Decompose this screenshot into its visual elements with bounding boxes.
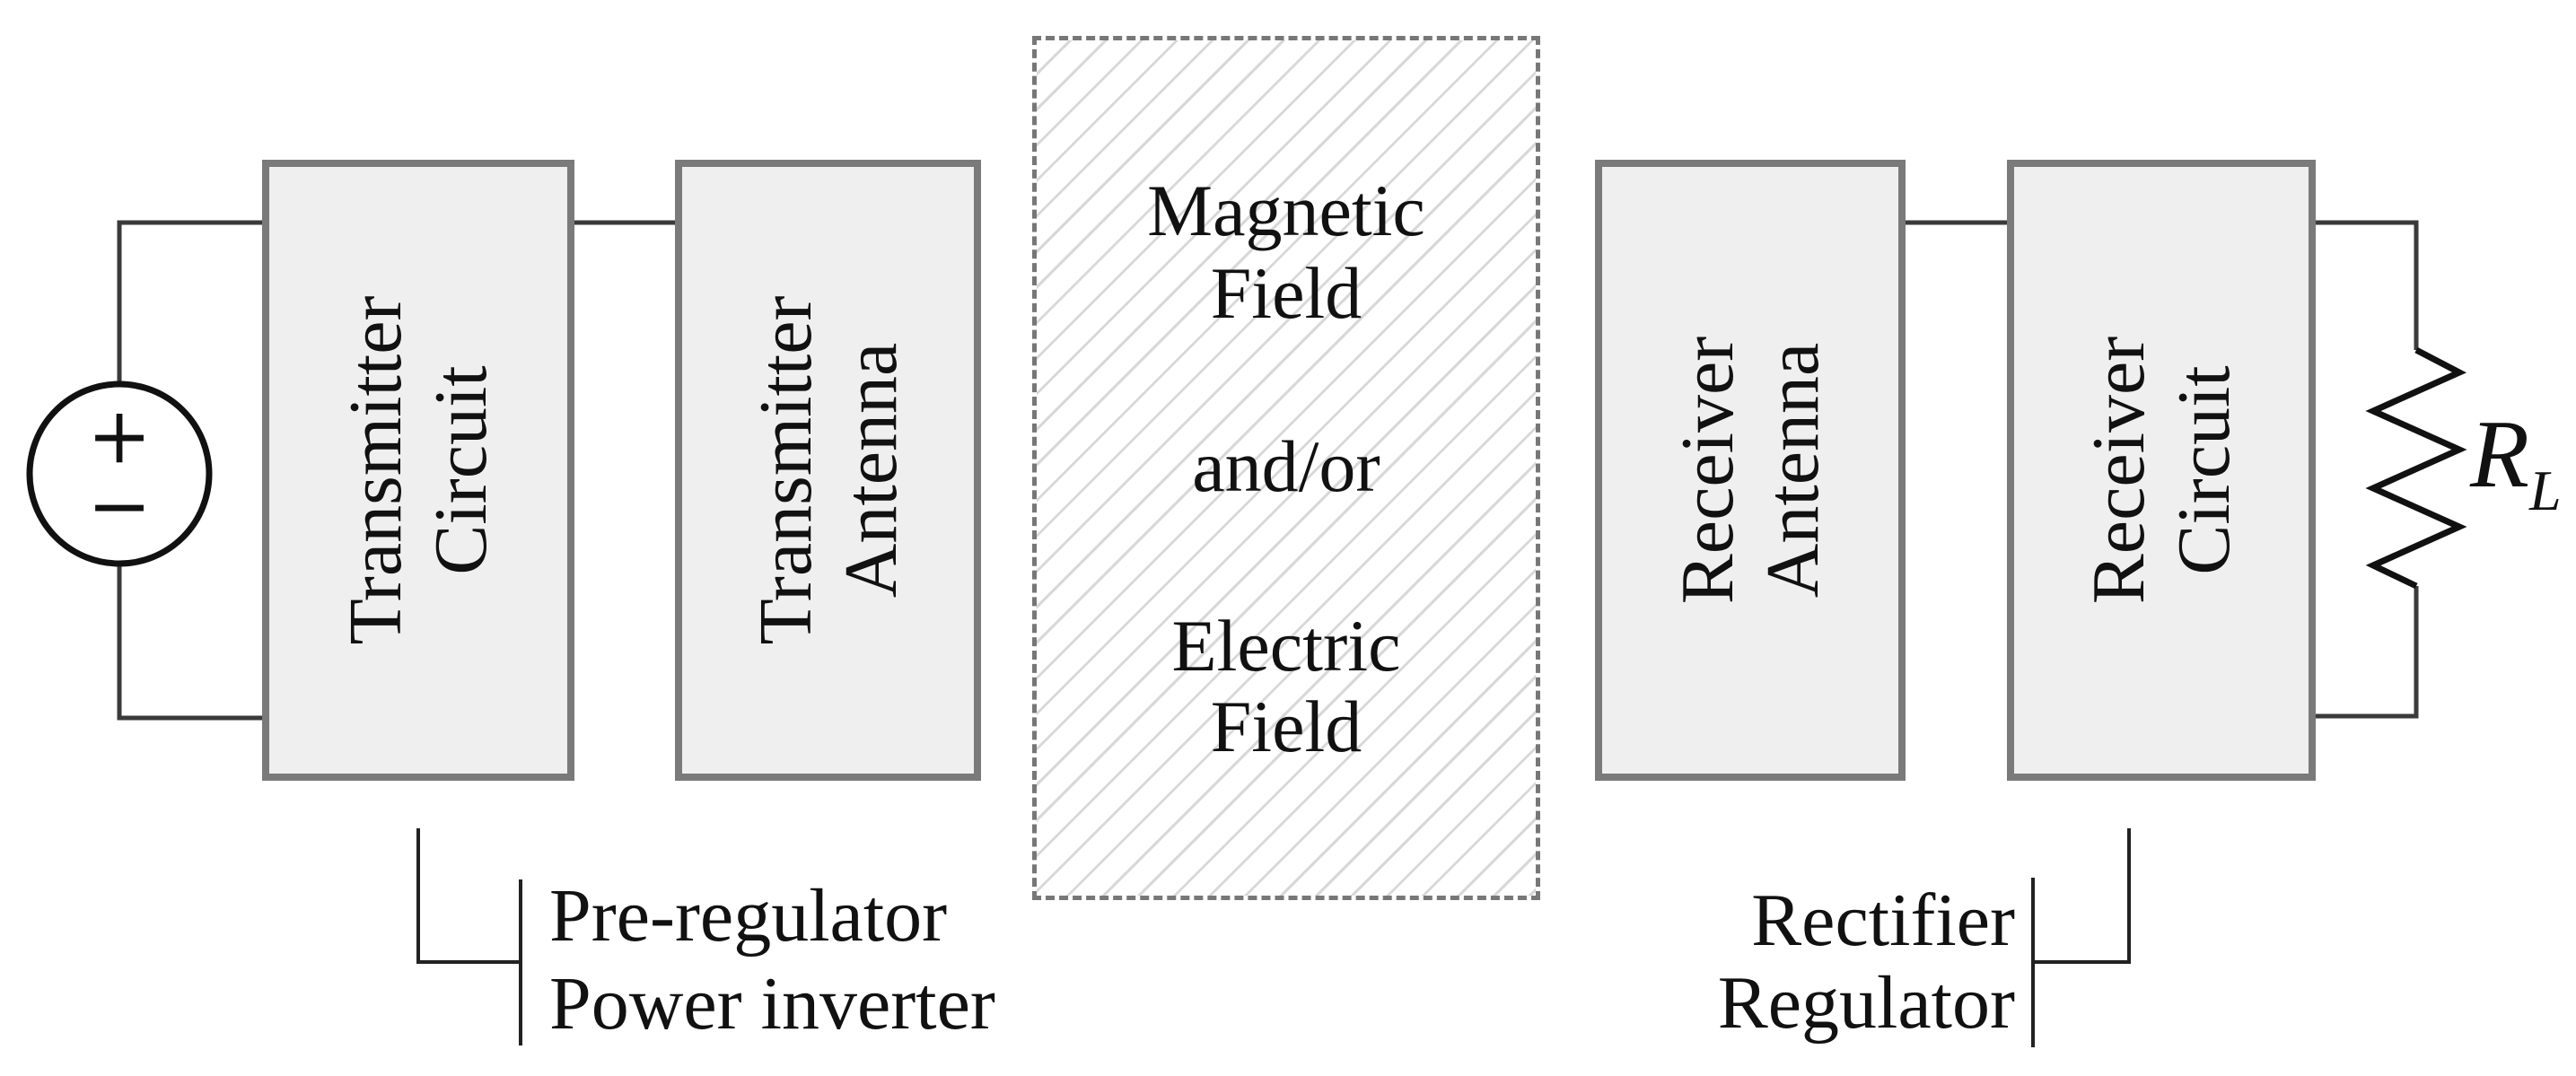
- block-label-line: Transmitter: [334, 295, 417, 645]
- block-label-line: Circuit: [419, 365, 503, 575]
- block-label-line: Receiver: [2077, 336, 2160, 605]
- rx-bracket-line1: Rectifier: [1751, 879, 2015, 962]
- load-resistor-label: RL: [2470, 406, 2562, 520]
- field-line-field-bottom: Field: [1210, 686, 1362, 767]
- block-label-line: Antenna: [828, 342, 913, 599]
- block-label-line: Antenna: [1751, 342, 1835, 599]
- wire-source-to-transmitter-circuit: [117, 220, 262, 721]
- load-resistor-zigzag-icon: [2365, 346, 2467, 590]
- load-symbol: R: [2470, 401, 2529, 508]
- field-line-electric: Electric: [1171, 605, 1401, 687]
- field-line-andor: and/or: [1192, 425, 1380, 507]
- rx-bracket-lines: [2031, 828, 2131, 1047]
- tx-bracket-lines: [416, 828, 522, 1045]
- block-label-line: Receiver: [1666, 336, 1749, 605]
- voltage-source-circle: [26, 381, 213, 567]
- block-receiver-circuit: Receiver Circuit: [2007, 160, 2316, 781]
- block-transmitter-antenna: Transmitter Antenna: [675, 160, 981, 781]
- tx-bracket-line2: Power inverter: [549, 962, 995, 1045]
- block-label-line: Circuit: [2162, 365, 2246, 575]
- block-transmitter-antenna-label: Transmitter Antenna: [743, 296, 914, 645]
- block-receiver-circuit-label: Receiver Circuit: [2076, 337, 2247, 604]
- block-label-line: Transmitter: [743, 295, 828, 645]
- field-line-magnetic: Magnetic: [1147, 170, 1425, 251]
- field-line-field-top: Field: [1210, 252, 1362, 334]
- rx-bracket-line2: Regulator: [1717, 961, 2015, 1045]
- rx-bracket-label: Rectifier Regulator: [1718, 879, 2015, 1045]
- field-region-box: Magnetic Field and/or Electric Field: [1032, 36, 1540, 900]
- block-transmitter-circuit: Transmitter Circuit: [262, 160, 574, 781]
- voltage-source-plus-icon: +: [87, 391, 152, 481]
- tx-bracket-label: Pre-regulator Power inverter: [549, 872, 995, 1048]
- block-receiver-antenna: Receiver Antenna: [1595, 160, 1906, 781]
- wire-receiver-circuit-to-load: [2316, 220, 2419, 719]
- load-subscript: L: [2528, 459, 2562, 522]
- block-receiver-antenna-label: Receiver Antenna: [1665, 337, 1836, 604]
- tx-bracket-line1: Pre-regulator: [549, 874, 948, 958]
- block-transmitter-circuit-label: Transmitter Circuit: [333, 296, 504, 645]
- voltage-source-minus-icon: −: [87, 461, 152, 551]
